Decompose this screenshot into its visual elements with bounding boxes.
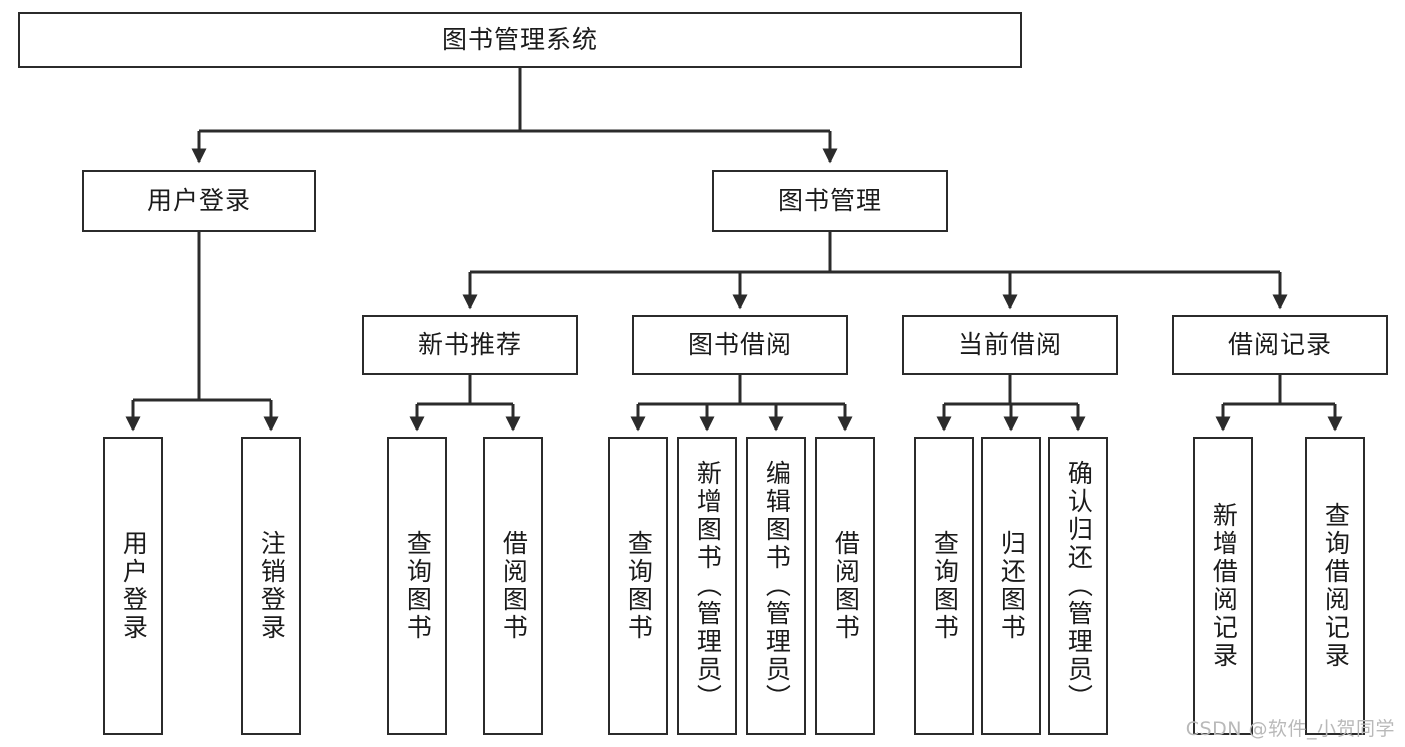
leaf-record-query-record[interactable]: 查询借阅记录 (1305, 437, 1365, 735)
leaf-new-book-borrow[interactable]: 借阅图书 (483, 437, 543, 735)
node-label: 查询图书 (930, 530, 960, 642)
node-book-management[interactable]: 图书管理 (712, 170, 948, 232)
node-label: 归还图书 (997, 530, 1027, 642)
leaf-user-login-login[interactable]: 用户登录 (103, 437, 163, 735)
node-label: 编辑图书（管理员） (762, 460, 792, 712)
leaf-borrow-add-book-admin[interactable]: 新增图书（管理员） (677, 437, 737, 735)
node-root-book-management-system[interactable]: 图书管理系统 (18, 12, 1022, 68)
leaf-current-confirm-return-admin[interactable]: 确认归还（管理员） (1048, 437, 1108, 735)
leaf-user-login-logout[interactable]: 注销登录 (241, 437, 301, 735)
node-new-book-recommend[interactable]: 新书推荐 (362, 315, 578, 375)
node-label: 借阅图书 (499, 530, 529, 642)
node-label: 图书管理 (777, 186, 882, 216)
node-label: 借阅图书 (831, 530, 861, 642)
node-label: 图书管理系统 (441, 25, 598, 55)
node-label: 借阅记录 (1227, 330, 1332, 360)
node-label: 注销登录 (257, 530, 287, 642)
node-label: 查询借阅记录 (1321, 502, 1351, 670)
node-label: 查询图书 (403, 530, 433, 642)
node-borrow-record[interactable]: 借阅记录 (1172, 315, 1388, 375)
leaf-current-return-book[interactable]: 归还图书 (981, 437, 1041, 735)
node-label: 用户登录 (119, 530, 149, 642)
leaf-current-query-book[interactable]: 查询图书 (914, 437, 974, 735)
node-label: 当前借阅 (957, 330, 1062, 360)
node-book-borrow[interactable]: 图书借阅 (632, 315, 848, 375)
node-label: 查询图书 (624, 530, 654, 642)
leaf-new-book-query[interactable]: 查询图书 (387, 437, 447, 735)
node-label: 新增图书（管理员） (693, 460, 723, 712)
leaf-borrow-borrow-book[interactable]: 借阅图书 (815, 437, 875, 735)
node-label: 用户登录 (146, 186, 251, 216)
watermark: CSDN @软件_小贺同学 (1185, 718, 1395, 740)
leaf-record-add-record[interactable]: 新增借阅记录 (1193, 437, 1253, 735)
node-label: 新书推荐 (417, 330, 522, 360)
node-user-login[interactable]: 用户登录 (82, 170, 316, 232)
node-label: 新增借阅记录 (1209, 502, 1239, 670)
leaf-borrow-query-book[interactable]: 查询图书 (608, 437, 668, 735)
leaf-borrow-edit-book-admin[interactable]: 编辑图书（管理员） (746, 437, 806, 735)
node-label: 图书借阅 (687, 330, 792, 360)
node-label: 确认归还（管理员） (1064, 460, 1094, 712)
node-current-borrow[interactable]: 当前借阅 (902, 315, 1118, 375)
